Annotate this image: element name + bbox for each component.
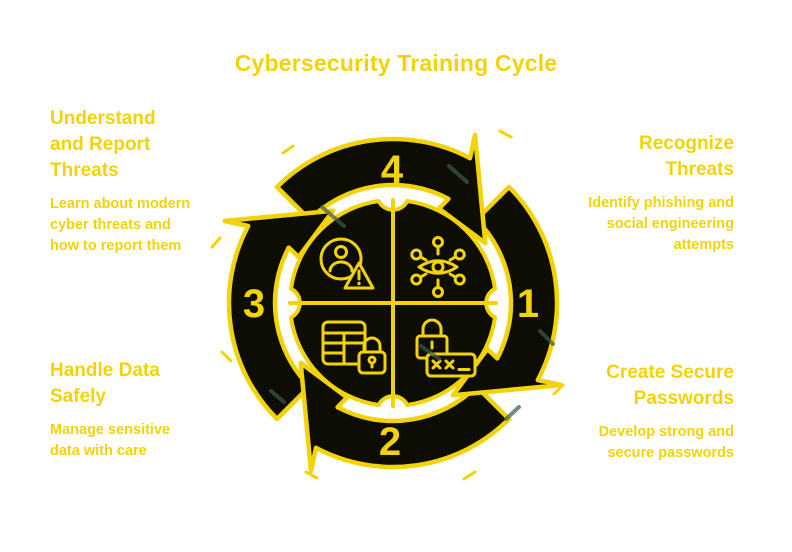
- step-3-description: Manage sensitive data with care: [50, 422, 171, 460]
- step-1-number: 1: [517, 282, 539, 326]
- step-1-block: Recognize Threats Identify phishing and …: [529, 131, 734, 256]
- password-field-lock-icon: [415, 318, 477, 378]
- step-4-heading: Understand and Report Threats: [50, 108, 156, 182]
- cycle-ring: [222, 132, 564, 474]
- sketch-marks: [210, 129, 565, 481]
- step-4-number: 4: [381, 148, 404, 192]
- step-3-block: Handle Data Safely Manage sensitive data…: [50, 358, 235, 462]
- user-alert-icon: [319, 237, 375, 290]
- data-table-lock-icon: [321, 320, 387, 375]
- step-4-block: Understand and Report Threats Learn abou…: [50, 106, 235, 257]
- page-title: Cybersecurity Training Cycle: [234, 50, 558, 76]
- ring-segment-bottom: [298, 360, 512, 474]
- step-3-number: 3: [243, 282, 265, 326]
- step-1-description: Identify phishing and social engineering…: [588, 195, 734, 254]
- ring-segment-top: [274, 132, 488, 246]
- step-4-description: Learn about modern cyber threats and how…: [50, 196, 191, 255]
- step-1-heading: Recognize Threats: [638, 133, 734, 181]
- ring-arrowhead-left-outline: [222, 208, 336, 260]
- step-3-heading: Handle Data Safely: [50, 360, 160, 408]
- step-2-description: Develop strong and secure passwords: [598, 424, 734, 462]
- step-2-number: 2: [379, 420, 401, 464]
- step-2-block: Create Secure Passwords Develop strong a…: [519, 360, 734, 464]
- network-eye-icon: [410, 236, 466, 298]
- step-2-heading: Create Secure Passwords: [606, 362, 734, 410]
